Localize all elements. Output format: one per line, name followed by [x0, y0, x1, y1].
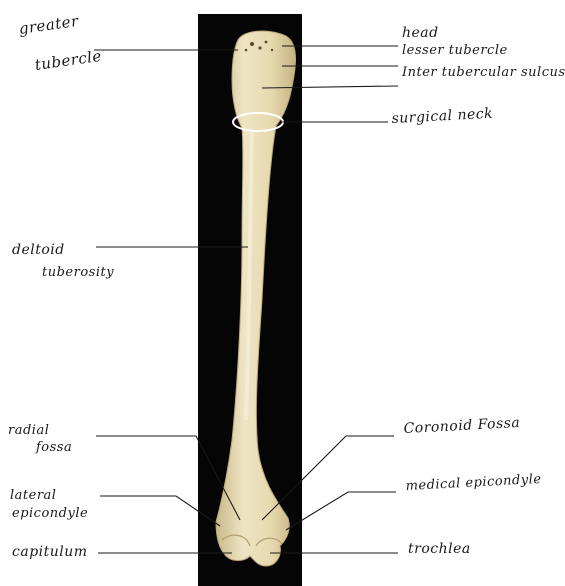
- leader-coronoid-fossa: [262, 436, 394, 520]
- label-head: head: [402, 26, 439, 40]
- label-radial-fossa-line1: radial: [8, 424, 49, 437]
- leader-radial-fossa: [96, 436, 240, 520]
- humerus-bone: [216, 31, 296, 566]
- label-radial-fossa-line2: fossa: [36, 441, 72, 454]
- label-lateral-epicondyle-line2: epicondyle: [12, 507, 88, 520]
- label-lesser-tubercle: lesser tubercle: [402, 44, 508, 57]
- label-deltoid-tuberosity-line1: deltoid: [12, 243, 65, 257]
- leader-lateral-epicondyle: [100, 496, 220, 526]
- label-deltoid-tuberosity-line2: tuberosity: [42, 266, 114, 279]
- label-capitulum: capitulum: [12, 545, 88, 559]
- label-intertubercular-sulcus: Inter tubercular sulcus: [402, 66, 565, 79]
- leader-medial-epicondyle: [286, 492, 396, 530]
- label-lateral-epicondyle-line1: lateral: [10, 489, 56, 502]
- label-trochlea: trochlea: [408, 542, 471, 556]
